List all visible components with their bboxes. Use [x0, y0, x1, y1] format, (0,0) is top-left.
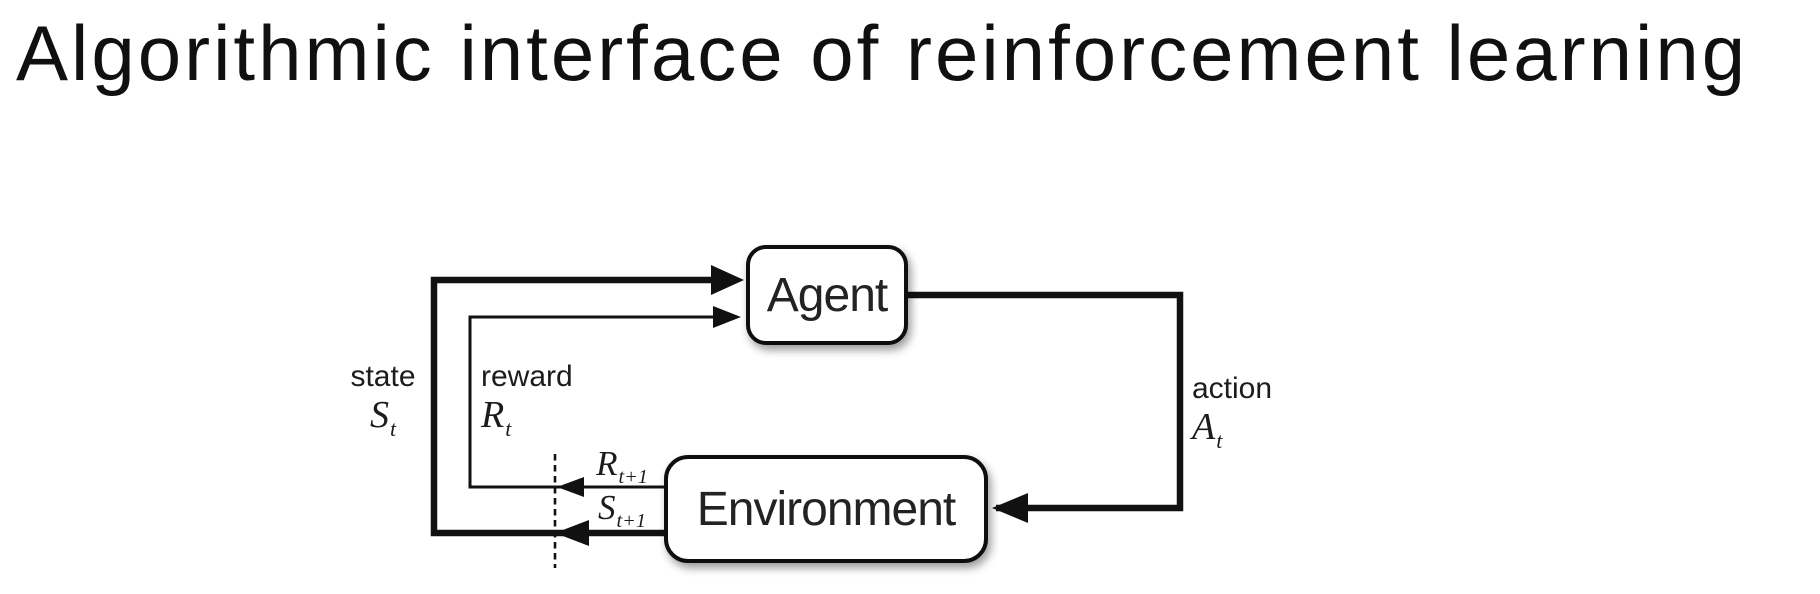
reward-label: reward Rt: [481, 360, 573, 450]
state-into-agent-arrowhead: [711, 265, 744, 295]
action-loop-line: [906, 291, 1184, 512]
agent-node: Agent: [746, 245, 908, 345]
state-symbol: St: [369, 394, 397, 441]
next-reward-label: Rt+1: [586, 446, 658, 495]
reward-into-agent-arrowhead: [713, 306, 741, 328]
page-title: Algorithmic interface of reinforcement l…: [16, 9, 1749, 97]
reward-symbol: Rt: [481, 394, 512, 441]
action-symbol: At: [1192, 406, 1223, 453]
reward-word: reward: [481, 360, 573, 393]
state-loop-line: [430, 276, 736, 537]
next-state-symbol: St+1: [598, 488, 646, 533]
state-label: state St: [330, 360, 436, 450]
environment-node-label: Environment: [696, 482, 956, 536]
action-into-environment-arrowhead: [992, 493, 1028, 523]
state-word: state: [350, 360, 416, 393]
next-reward-arrowhead: [557, 477, 584, 497]
next-state-label: St+1: [586, 490, 658, 539]
environment-node: Environment: [664, 455, 988, 563]
next-reward-symbol: Rt+1: [596, 444, 648, 489]
action-word: action: [1192, 372, 1273, 405]
agent-node-label: Agent: [766, 268, 888, 322]
action-label: action At: [1192, 372, 1272, 462]
next-state-arrowhead: [555, 520, 589, 546]
